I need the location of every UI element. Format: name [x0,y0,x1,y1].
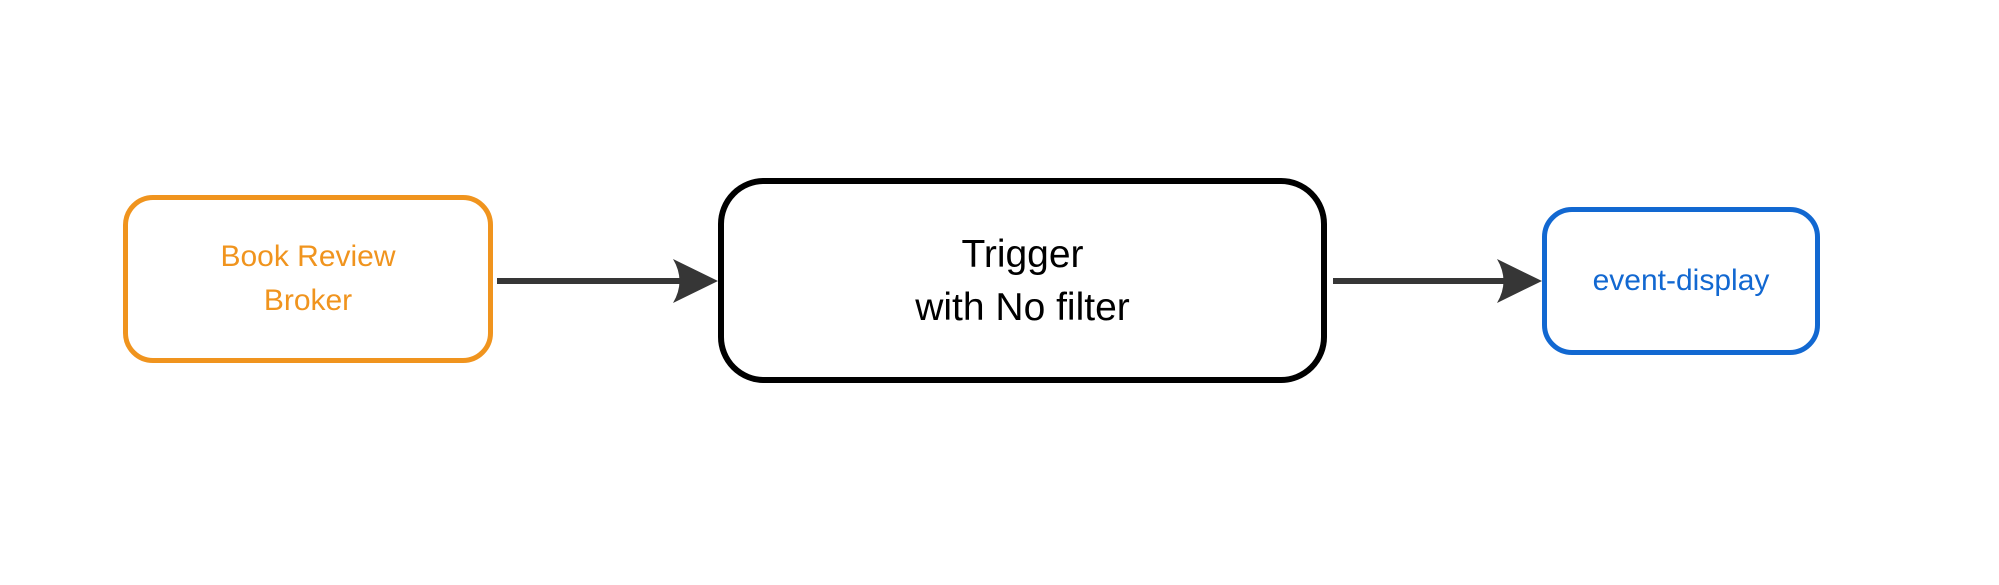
node-trigger-label: Trigger with No filter [915,232,1130,329]
edge-trigger-to-event-display [1333,259,1542,303]
arrowhead-icon [673,259,718,303]
node-book-review-broker-label: Book Review Broker [220,240,396,317]
edge-broker-to-trigger [497,259,718,303]
node-event-display-label: event-display [1592,264,1770,297]
node-trigger: Trigger with No filter [718,178,1327,383]
arrowhead-icon [1497,259,1542,303]
node-book-review-broker: Book Review Broker [123,195,493,363]
node-event-display: event-display [1542,207,1820,355]
